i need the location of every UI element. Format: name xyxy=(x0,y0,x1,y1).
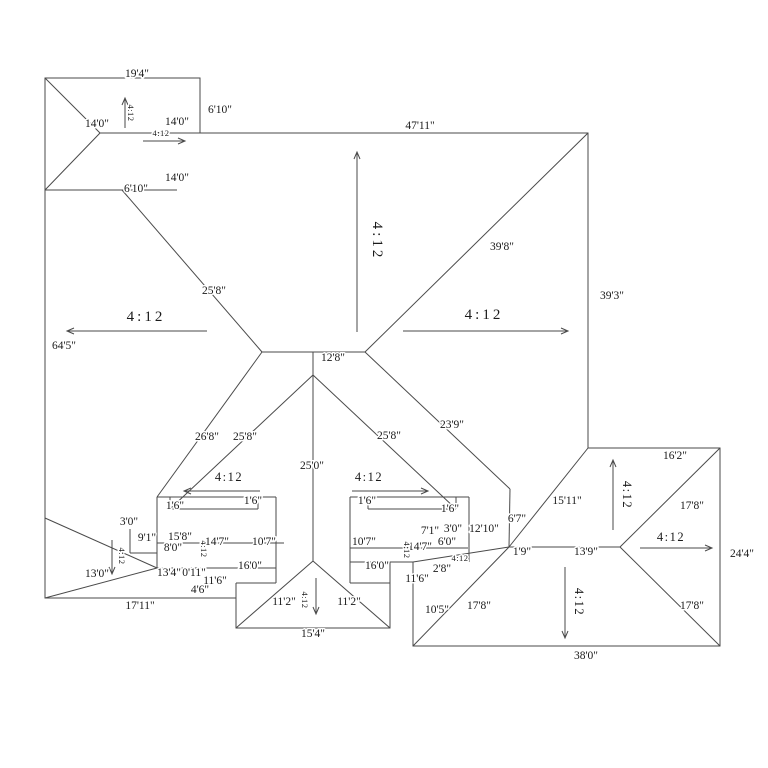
dimension-label: 25'8" xyxy=(233,431,257,443)
dimension-label: 1'9" xyxy=(513,546,531,558)
dimension-label: 14'7" xyxy=(205,536,229,548)
dimension-label: 12'8" xyxy=(321,352,345,364)
labels-layer: 19'4"6'10"14'0"14'0"47'11"4:124:1214'0"6… xyxy=(50,67,755,664)
pitch-label: 4:12 xyxy=(199,540,209,557)
dimension-label: 0'11" xyxy=(182,567,206,579)
dimension-label: 26'8" xyxy=(195,431,219,443)
pitch-label: 4:12 xyxy=(620,481,634,509)
dimension-label: 1'6" xyxy=(358,495,376,507)
dimension-label: 17'8" xyxy=(467,600,491,612)
dimension-label: 1'6" xyxy=(166,500,184,512)
dimension-label: 3'0" xyxy=(444,523,462,535)
dimension-label: 15'8" xyxy=(168,531,192,543)
pitch-label: 4:12 xyxy=(215,470,243,484)
dimension-label: 19'4" xyxy=(125,68,149,80)
dimension-label: 11'2" xyxy=(337,596,361,608)
pitch-label: 4:12 xyxy=(300,591,310,608)
dimension-label: 14'7" xyxy=(408,541,432,553)
pitch-label: 4:12 xyxy=(152,128,169,138)
dimension-label: 2'8" xyxy=(433,563,451,575)
dimension-label: 8'0" xyxy=(164,542,182,554)
dimension-label: 6'10" xyxy=(208,104,232,116)
dimension-label: 1'6" xyxy=(441,503,459,515)
dimension-label: 11'6" xyxy=(203,575,227,587)
dimension-label: 17'8" xyxy=(680,500,704,512)
pitch-label: 4:12 xyxy=(465,307,504,323)
dimension-label: 11'2" xyxy=(272,596,296,608)
pitch-arrows xyxy=(65,96,714,640)
dimension-label: 1'6" xyxy=(244,495,262,507)
dimension-label: 10'5" xyxy=(425,604,449,616)
dimension-label: 47'11" xyxy=(405,120,434,132)
dimension-label: 25'8" xyxy=(377,430,401,442)
dimension-label: 17'11" xyxy=(125,600,154,612)
dimension-label: 64'5" xyxy=(52,340,76,352)
dimension-label: 39'3" xyxy=(600,290,624,302)
dimension-label: 24'4" xyxy=(730,548,754,560)
dimension-label: 15'4" xyxy=(301,628,325,640)
pitch-label: 4:12 xyxy=(657,530,685,544)
dimension-label: 6'0" xyxy=(438,536,456,548)
pitch-label: 4:12 xyxy=(369,222,385,261)
pitch-label: 4:12 xyxy=(117,547,127,564)
pitch-label: 4:12 xyxy=(402,541,412,558)
dimension-label: 17'8" xyxy=(680,600,704,612)
pitch-label: 4:12 xyxy=(451,553,468,563)
dimension-label: 25'0" xyxy=(300,460,324,472)
dimension-label: 16'2" xyxy=(663,450,687,462)
dimension-label: 23'9" xyxy=(440,419,464,431)
dimension-label: 38'0" xyxy=(574,650,598,662)
dimension-label: 9'1" xyxy=(138,532,156,544)
dimension-label: 16'0" xyxy=(238,560,262,572)
dimension-label: 12'10" xyxy=(469,523,499,535)
pitch-label: 4:12 xyxy=(355,470,383,484)
dimension-label: 4'6" xyxy=(191,584,209,596)
dimension-label: 3'0" xyxy=(120,516,138,528)
roof-internal-lines xyxy=(44,77,721,647)
dimension-label: 7'1" xyxy=(421,525,439,537)
dimension-label: 14'0" xyxy=(85,118,109,130)
dimension-label: 16'0" xyxy=(365,560,389,572)
pitch-label: 4:12 xyxy=(126,104,136,121)
dimension-label: 11'6" xyxy=(405,573,429,585)
pitch-label: 4:12 xyxy=(127,309,166,325)
dimension-label: 13'4" xyxy=(157,567,181,579)
dimension-label: 10'7" xyxy=(252,536,276,548)
dimension-label: 6'7" xyxy=(508,513,526,525)
dimension-label: 14'0" xyxy=(165,116,189,128)
dimension-label: 6'10" xyxy=(124,183,148,195)
dimension-label: 10'7" xyxy=(352,536,376,548)
dimension-label: 25'8" xyxy=(202,285,226,297)
dimension-label: 15'11" xyxy=(552,495,581,507)
dimension-label: 13'0" xyxy=(85,568,109,580)
dimension-label: 14'0" xyxy=(165,172,189,184)
pitch-label: 4:12 xyxy=(572,588,586,616)
dimension-label: 13'9" xyxy=(574,546,598,558)
dimension-label: 39'8" xyxy=(490,241,514,253)
